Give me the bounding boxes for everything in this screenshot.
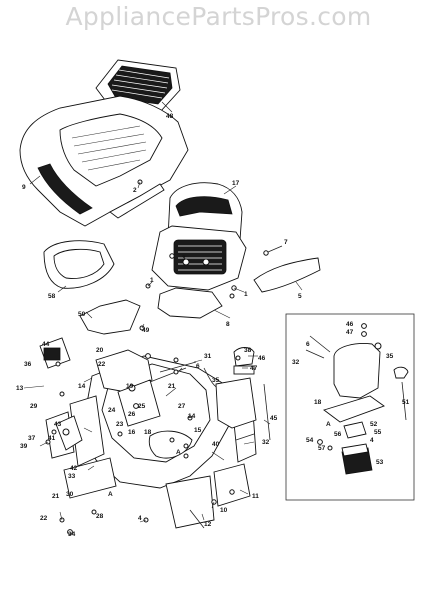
dash-assembly xyxy=(151,182,247,291)
callout-32-a: 32 xyxy=(262,439,270,446)
callouts: 48 9 2 17 3 7 1 1 5 58 8 50 49 44 36 13 … xyxy=(16,113,410,538)
callout-3: 3 xyxy=(182,255,186,262)
hood xyxy=(19,95,189,227)
callout-22-b: 22 xyxy=(40,515,48,522)
callout-38: 38 xyxy=(244,347,252,354)
inset-callout-51: 51 xyxy=(402,399,410,406)
callout-58: 58 xyxy=(48,293,56,300)
watermark: AppliancePartsPros.com xyxy=(65,2,372,31)
callout-14-b: 14 xyxy=(188,413,196,420)
callout-15: 15 xyxy=(194,427,202,434)
callout-16: 16 xyxy=(128,429,136,436)
callout-43: 43 xyxy=(54,421,62,428)
inset-callout-57: 57 xyxy=(318,445,326,452)
inset-callout-46: 46 xyxy=(346,321,354,328)
inset-box xyxy=(285,313,415,501)
inset-callout-54: 54 xyxy=(306,437,314,444)
inset-callout-a: A xyxy=(326,421,331,428)
callout-9: 9 xyxy=(22,184,26,191)
callout-14-a: 14 xyxy=(78,383,86,390)
callout-34: 34 xyxy=(68,531,76,538)
inset-callout-35: 35 xyxy=(386,353,394,360)
callout-1-a: 1 xyxy=(150,277,154,284)
callout-42: 42 xyxy=(70,465,78,472)
callout-1-b: 1 xyxy=(244,291,248,298)
callout-41: 41 xyxy=(48,435,56,442)
mounting-bracket xyxy=(157,287,223,319)
callout-13: 13 xyxy=(16,385,24,392)
screw-7 xyxy=(263,245,283,256)
callout-33: 33 xyxy=(68,473,76,480)
leader-lines xyxy=(23,101,303,523)
callout-36: 36 xyxy=(24,361,32,368)
callout-45: 45 xyxy=(270,415,278,422)
callout-26: 26 xyxy=(128,411,136,418)
bumper xyxy=(253,257,321,293)
callout-21-a: 21 xyxy=(168,383,176,390)
callout-6-a: 6 xyxy=(196,363,200,370)
inset-callout-6: 6 xyxy=(306,341,310,348)
callout-a-1: A xyxy=(108,491,113,498)
callout-28: 28 xyxy=(96,513,104,520)
callout-22-a: 22 xyxy=(98,361,106,368)
frame xyxy=(45,349,257,529)
side-panel xyxy=(79,299,141,335)
callout-25: 25 xyxy=(138,403,146,410)
inset-callout-55: 55 xyxy=(374,429,382,436)
callout-46-a: 46 xyxy=(258,355,266,362)
callout-a-2: A xyxy=(176,449,181,456)
callout-47-a: 47 xyxy=(250,365,258,372)
callout-50: 50 xyxy=(78,311,86,318)
inset-callout-32: 32 xyxy=(292,359,300,366)
battery-tray xyxy=(43,240,115,289)
callout-18-a: 18 xyxy=(144,429,152,436)
inset-callout-52: 52 xyxy=(370,421,378,428)
inset-callout-53: 53 xyxy=(376,459,384,466)
callout-39: 39 xyxy=(20,443,28,450)
hardware xyxy=(45,179,241,535)
callout-44: 44 xyxy=(42,341,50,348)
callout-17: 17 xyxy=(232,180,240,187)
callout-37: 37 xyxy=(28,435,36,442)
inset-callout-47: 47 xyxy=(346,329,354,336)
callout-12: 12 xyxy=(204,521,212,528)
callout-48: 48 xyxy=(166,113,174,120)
callout-40: 40 xyxy=(212,441,220,448)
callout-23: 23 xyxy=(116,421,124,428)
inset-callout-56: 56 xyxy=(334,431,342,438)
callout-49: 49 xyxy=(142,327,150,334)
inset-callout-4: 4 xyxy=(370,437,374,444)
callout-35-a: 35 xyxy=(212,377,220,384)
callout-10: 10 xyxy=(220,507,228,514)
pedal-bracket xyxy=(39,337,83,451)
callout-29: 29 xyxy=(30,403,38,410)
callout-11: 11 xyxy=(252,493,259,500)
callout-27: 27 xyxy=(178,403,186,410)
callout-24: 24 xyxy=(108,407,116,414)
callout-19: 19 xyxy=(126,383,134,390)
callout-31: 31 xyxy=(204,353,212,360)
callout-4-a: 4 xyxy=(138,515,142,522)
inset-callout-18: 18 xyxy=(314,399,322,406)
callout-21-b: 21 xyxy=(52,493,60,500)
callout-7: 7 xyxy=(284,239,288,246)
callout-20: 20 xyxy=(96,347,104,354)
callout-2: 2 xyxy=(133,187,137,194)
callout-8: 8 xyxy=(226,321,230,328)
callout-30: 30 xyxy=(66,491,74,498)
fuel-tank xyxy=(215,347,271,441)
callout-5: 5 xyxy=(298,293,302,300)
